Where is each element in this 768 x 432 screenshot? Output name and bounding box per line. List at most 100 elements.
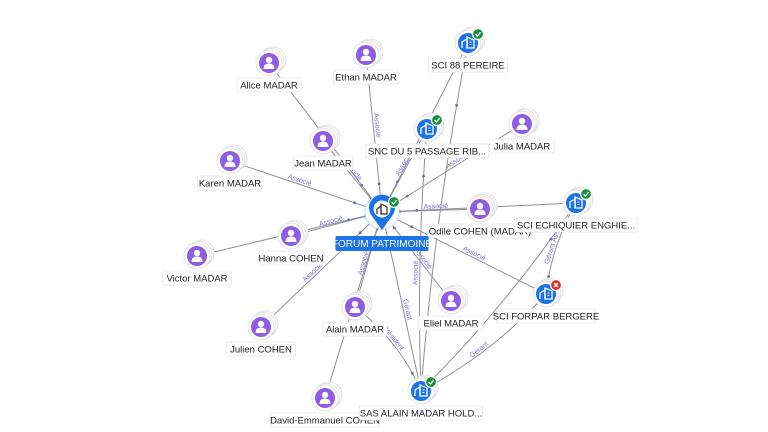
edge-arrow-marker [410,225,413,229]
edge-arrow-marker [358,231,362,235]
node-david[interactable]: David-Emmanuel COHEN [270,381,380,428]
edge-arrow-marker [410,371,414,375]
node-label-background [333,69,399,85]
person-icon [445,294,457,307]
node-label-background [236,77,302,93]
person-icon [360,48,372,61]
node-label-background [364,143,490,159]
building-icon [539,287,553,300]
active-check-badge-icon [471,27,485,41]
building-icon [414,384,428,397]
person-icon [191,249,203,262]
person-icon [516,117,528,130]
active-check-badge-icon [430,113,444,127]
node-alain[interactable]: Alain MADAR [322,290,388,337]
node-label-background [292,155,354,171]
edge-arrow-marker [455,103,459,107]
node-label-background [258,250,324,266]
person-icon [474,202,486,215]
edge-arrow-marker [415,208,419,212]
active-check-badge-icon [579,187,593,201]
node-forpar[interactable]: SCI FORPAR BERGERE [493,277,599,324]
edge-line [229,160,383,213]
node-sas[interactable]: SAS ALAIN MADAR HOLD... [358,374,484,421]
node-julien[interactable]: Julien COHEN [225,310,297,357]
node-karen[interactable]: Karen MADAR [197,144,263,191]
node-victor[interactable]: Victor MADAR [161,239,233,286]
node-label: Julia MADAR [494,142,551,153]
edge-arrow-marker [422,174,425,178]
node-snc[interactable]: SNC DU 5 PASSAGE RIB... [364,112,490,159]
node-alice[interactable]: Alice MADAR [236,46,302,93]
building-icon [420,122,434,135]
node-label: Alice MADAR [240,81,298,92]
edge-label: Gérant [469,341,490,360]
edge-label: Associé [423,203,448,211]
edge-sas-sci88 [420,42,469,392]
edge-line [418,128,428,392]
node-label-background [489,138,555,154]
node-label-background [428,57,508,73]
nodes-layer: Alice MADAR Ethan MADAR SCI 88 PEREIRE Jean… [161,26,639,428]
node-label: Hanna COHEN [259,254,324,265]
node-label-background [322,321,388,337]
building-icon [569,196,583,209]
node-sciech[interactable]: SCI ECHIQUIER ENGHIE... [513,186,639,233]
edge-arrow-marker [549,237,553,241]
node-label: SCI FORPAR BERGERE [493,312,599,323]
node-label: Jean MADAR [294,159,352,170]
person-icon [255,320,267,333]
edge-line [381,211,547,295]
edge-line [420,293,547,392]
node-label: SCI ECHIQUIER ENGHIE... [517,221,635,232]
node-label-background [358,405,484,421]
node-label: Ethan MADAR [335,73,397,84]
node-label-background [513,217,639,233]
closed-badge-icon [549,278,563,292]
node-label: Eliel MADAR [424,319,479,330]
node-label: SCI 88 PEREIRE [431,61,504,72]
edge-label: Gérant [401,299,412,321]
center-label: FORUM PATRIMOINE [332,239,433,250]
edge-label: Associé [287,173,313,187]
person-icon [319,391,331,404]
node-eliel[interactable]: Eliel MADAR [418,284,484,331]
node-label: David-Emmanuel COHEN [270,416,380,427]
node-label: SAS ALAIN MADAR HOLD... [360,409,482,420]
person-icon [317,134,329,147]
node-label: Odile COHEN (MADAR) [429,227,531,238]
edge-line [381,211,422,392]
person-icon [224,154,236,167]
edge-label: Associé [412,260,420,285]
edge-line [260,211,383,328]
edge-line [420,42,469,392]
edge-arrow-marker [377,182,381,186]
node-sci88[interactable]: SCI 88 PEREIRE [428,26,508,73]
building-pin-icon [376,203,388,215]
person-icon [349,300,361,313]
node-label-background [197,175,263,191]
node-julia[interactable]: Julia MADAR [489,107,555,154]
node-ethan[interactable]: Ethan MADAR [333,38,399,85]
active-check-badge-icon [424,375,438,389]
center-node-forum-patrimoine[interactable]: FORUM PATRIMOINE [332,194,433,251]
person-icon [285,229,297,242]
edge-arrow-marker [393,226,396,230]
node-label: Alain MADAR [326,325,384,336]
node-label-background [496,308,596,324]
edge-arrow-marker [405,194,409,198]
node-label: Victor MADAR [166,274,227,285]
node-label: SNC DU 5 PASSAGE RIB... [368,147,486,158]
node-label-background [161,270,233,286]
node-label: Karen MADAR [199,179,261,190]
node-jean[interactable]: Jean MADAR [292,124,354,171]
node-odile[interactable]: Odile COHEN (MADAR) [427,192,533,239]
edge-sas-forpar: Gérant [420,293,547,392]
node-label-background [418,315,484,331]
edge-label: Associé [372,113,381,138]
edge-arrow-marker [547,275,550,279]
node-hanna[interactable]: Hanna COHEN [258,219,324,266]
center-label-background [335,236,429,251]
node-label-background [225,341,297,357]
